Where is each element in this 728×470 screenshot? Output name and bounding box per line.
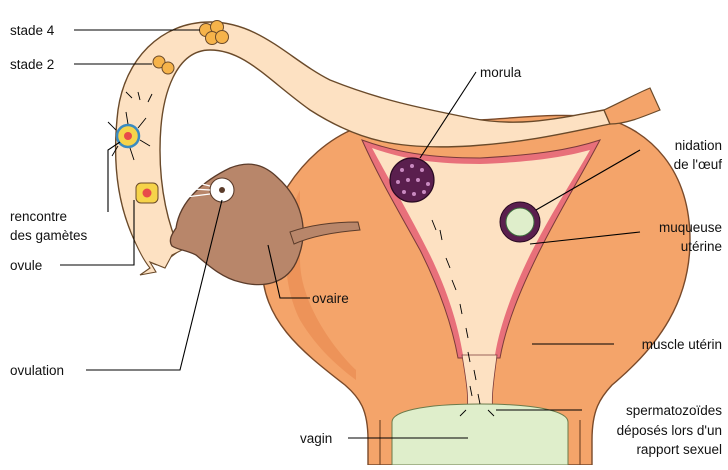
label-stade2: stade 2 (10, 57, 54, 72)
blastocyst (500, 202, 540, 242)
label-ovule: ovule (10, 258, 42, 273)
label-ovulation: ovulation (10, 363, 64, 378)
label-stade4: stade 4 (10, 23, 55, 38)
label-morula: morula (480, 65, 522, 80)
label-spz-2: déposés lors d'un (617, 423, 722, 438)
label-muscle: muscle utérin (642, 337, 722, 352)
morula (390, 158, 434, 202)
label-spz-1: spermatozoïdes (626, 403, 722, 418)
vagina-lumen (392, 404, 568, 465)
label-muqueuse-1: muqueuse (659, 220, 722, 235)
label-rencontre-1: rencontre (10, 209, 67, 224)
label-nidation-1: nidation (675, 138, 722, 153)
fallopian-tube-muscle (604, 88, 660, 124)
label-spz-3: rapport sexuel (636, 442, 722, 457)
follicle-nucleus (219, 187, 225, 193)
label-muqueuse-2: utérine (681, 239, 722, 254)
ovary (170, 164, 303, 284)
label-ovaire: ovaire (312, 291, 349, 306)
ovule-cell (136, 183, 158, 203)
label-nidation-2: de l'œuf (674, 157, 723, 172)
label-rencontre-2: des gamètes (10, 228, 88, 243)
label-vagin: vagin (300, 431, 332, 446)
